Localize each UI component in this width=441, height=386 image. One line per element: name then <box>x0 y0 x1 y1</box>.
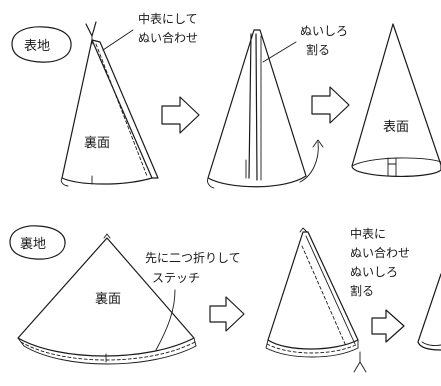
badge-outer-fabric: 表地 <box>11 26 72 63</box>
badge-outer-fabric-label: 表地 <box>24 39 50 54</box>
badge-lining-fabric: 裏地 <box>9 225 66 260</box>
lining-step2-note-line2: ぬい合わせ <box>350 245 410 260</box>
next-step-arrow-1 <box>161 96 200 134</box>
step1-face-label: 裏面 <box>84 136 110 151</box>
step2-leader-line <box>262 41 297 63</box>
lining-face-label: 裏面 <box>95 292 121 307</box>
lining-note-line1: 先に二つ折りして <box>145 250 241 265</box>
lining-cone-sewn <box>265 227 367 373</box>
cone-sewn-inside-out: 裏面 <box>60 21 159 187</box>
step1-note-line2: ぬい合わせ <box>138 30 198 45</box>
lining-cone-partial-hem <box>421 341 441 346</box>
lining-cone-partial <box>417 273 441 351</box>
next-step-arrow-4 <box>371 309 405 343</box>
lining-step2-note-line4: 割る <box>350 283 374 298</box>
step1-note-line1: 中表にして <box>138 11 198 26</box>
step3-face-label: 表面 <box>383 120 409 135</box>
next-step-arrow-2 <box>311 86 350 124</box>
lining-leader-line <box>155 289 176 351</box>
cone-right-side-out: 表面 <box>351 23 441 177</box>
next-step-arrow-3 <box>209 296 245 332</box>
cone-seam-pressed-open <box>207 29 324 189</box>
lining-step2-note-line1: 中表に <box>350 226 386 241</box>
step1-leader-line <box>102 29 134 51</box>
badge-lining-fabric-label: 裏地 <box>20 237 46 252</box>
lining-fan-piece: 裏面 <box>17 233 197 365</box>
step2-note-line2: 割る <box>306 42 330 57</box>
lining-step2-note-line3: ぬいしろ <box>350 265 398 279</box>
lining-note-line2: ステッチ <box>152 271 200 285</box>
step2-note-line1: ぬいしろ <box>300 24 348 38</box>
